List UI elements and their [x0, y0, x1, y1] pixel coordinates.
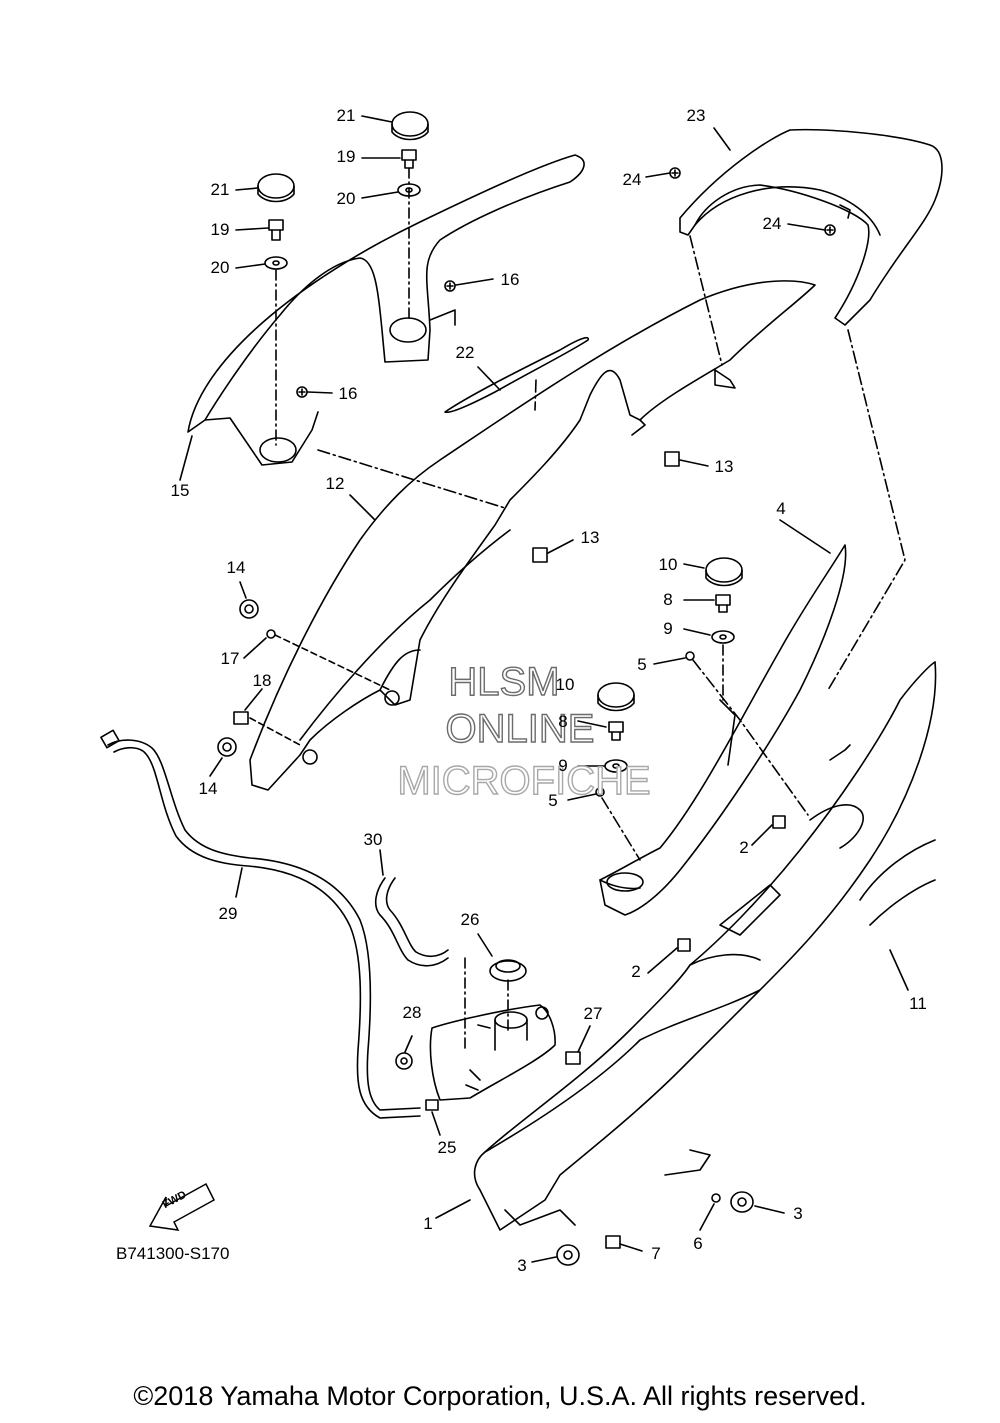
- callout-14: 14: [227, 558, 246, 577]
- callout-13: 13: [715, 457, 734, 476]
- copyright-notice: ©2018 Yamaha Motor Corporation, U.S.A. A…: [133, 1381, 867, 1411]
- part-28-grommet: [395, 1052, 413, 1070]
- callout-5: 5: [637, 655, 646, 674]
- callout-9: 9: [663, 619, 672, 638]
- callout-3: 3: [517, 1256, 526, 1275]
- part-3-grommet-right: [730, 1191, 754, 1213]
- part-19-bolt-left: [268, 219, 284, 241]
- callout-27: 27: [584, 1004, 603, 1023]
- part-23-rear-cowl: [679, 128, 943, 326]
- callout-4: 4: [776, 499, 785, 518]
- callout-23: 23: [687, 106, 706, 125]
- part-8-bolt-center: [608, 721, 624, 741]
- callout-3: 3: [793, 1204, 802, 1223]
- callout-22: 22: [456, 343, 475, 362]
- fwd-arrow-icon: [148, 1182, 215, 1231]
- part-11-main-side-cover: [473, 661, 937, 1231]
- callout-10: 10: [556, 675, 575, 694]
- callout-19: 19: [337, 147, 356, 166]
- callout-13: 13: [581, 528, 600, 547]
- callout-8: 8: [558, 712, 567, 731]
- part-10-cap-right: [705, 557, 743, 587]
- callout-30: 30: [364, 830, 383, 849]
- part-18-bolt: [233, 711, 249, 725]
- callout-21: 21: [211, 180, 230, 199]
- watermark-line3: MICROFICHE: [397, 759, 650, 803]
- callout-12: 12: [326, 474, 345, 493]
- callout-20: 20: [337, 189, 356, 208]
- part-17-screw: [266, 629, 276, 639]
- callout-18: 18: [253, 671, 272, 690]
- callout-1: 1: [423, 1214, 432, 1233]
- callout-25: 25: [438, 1138, 457, 1157]
- part-25-fitting: [425, 1099, 439, 1111]
- part-10-cap-center: [597, 682, 635, 712]
- callout-8: 8: [663, 590, 672, 609]
- part-5-screw-upper: [685, 651, 695, 661]
- callout-5: 5: [548, 791, 557, 810]
- callout-6: 6: [693, 1234, 702, 1253]
- callout-24: 24: [763, 214, 782, 233]
- part-19-bolt-top: [401, 149, 417, 169]
- part-24-screw-left: [669, 167, 681, 179]
- part-16-screw-upper: [444, 280, 456, 292]
- callout-28: 28: [403, 1003, 422, 1022]
- callout-2: 2: [739, 838, 748, 857]
- part-5-screw-lower: [595, 787, 605, 797]
- part-30-hose: [374, 877, 449, 967]
- part-14-grommet-upper: [239, 599, 259, 619]
- callout-29: 29: [219, 904, 238, 923]
- part-21-cap-top: [391, 111, 429, 141]
- watermark-line1: HLSM: [448, 660, 559, 704]
- part-26-tank-cap: [489, 959, 527, 982]
- callout-19: 19: [211, 220, 230, 239]
- part-20-washer-left: [264, 256, 288, 270]
- part-27-bolt: [565, 1051, 581, 1065]
- part-6-screw: [711, 1193, 721, 1203]
- callout-16: 16: [501, 270, 520, 289]
- reservoir-tank: [429, 1004, 556, 1101]
- callout-21: 21: [337, 106, 356, 125]
- watermark-line2: ONLINE: [446, 707, 595, 751]
- part-14-grommet-lower: [217, 737, 237, 757]
- callout-16: 16: [339, 384, 358, 403]
- diagram-code: B741300-S170: [116, 1244, 230, 1263]
- part-9-washer-right: [711, 630, 735, 644]
- callout-15: 15: [171, 481, 190, 500]
- callout-20: 20: [211, 258, 230, 277]
- callout-2: 2: [631, 962, 640, 981]
- part-2-nut-lower: [677, 938, 691, 952]
- part-13-clip-lower: [532, 547, 548, 563]
- part-4-upper-side-cover: [599, 544, 847, 916]
- callout-9: 9: [558, 756, 567, 775]
- part-12-inner-panel: [249, 280, 816, 791]
- part-22-emblem: [444, 336, 589, 414]
- part-29-hose: [100, 729, 421, 1119]
- part-3-grommet-left: [556, 1244, 580, 1266]
- callout-26: 26: [461, 910, 480, 929]
- callout-11: 11: [909, 994, 927, 1013]
- part-13-clip-upper: [664, 451, 680, 467]
- part-2-nut-upper: [772, 815, 786, 829]
- callout-numbers: 2119202119201616152223242413121314171814…: [171, 106, 927, 1275]
- part-16-screw-lower: [296, 386, 308, 398]
- callout-10: 10: [659, 555, 678, 574]
- callout-14: 14: [199, 779, 218, 798]
- part-21-cap-left: [257, 173, 295, 203]
- callout-24: 24: [623, 170, 642, 189]
- callout-7: 7: [651, 1244, 660, 1263]
- part-24-screw-right: [824, 224, 836, 236]
- callout-17: 17: [221, 649, 240, 668]
- part-8-bolt-right: [715, 594, 731, 613]
- part-9-washer-center: [604, 759, 628, 773]
- part-7-bolt: [605, 1235, 621, 1249]
- part-15-grab-cover: [187, 154, 585, 466]
